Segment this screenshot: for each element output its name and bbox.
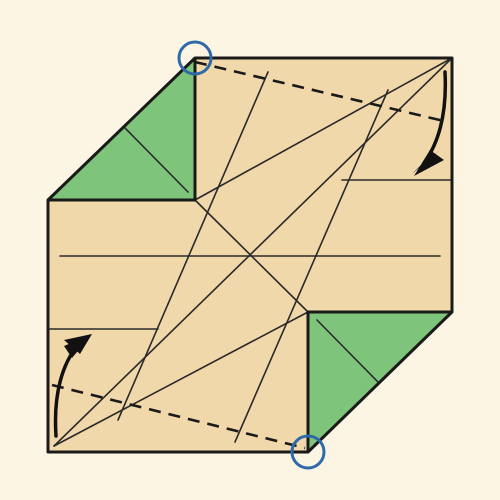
left-steep-crease [117,71,269,421]
main-diagonal-crease [53,57,453,447]
lower-diagonal-crease [53,311,309,447]
paper-outline [46,56,454,454]
right-steep-crease [234,89,389,443]
right-arrow-head [414,150,444,176]
lower-valley-fold [51,383,306,450]
upper-valley-fold [194,60,449,124]
crease-lines [47,57,453,447]
upper-diagonal-crease [194,57,453,201]
reference-markers [177,40,326,470]
bottom-reference-point [290,434,326,470]
center-cross-crease [194,199,309,313]
left-arrow-head-tip [64,334,92,354]
valley-folds [51,60,449,450]
top-flap-inner-crease [124,127,189,193]
bottom-flap-inner-crease [316,319,379,383]
top-reference-point [177,40,213,76]
